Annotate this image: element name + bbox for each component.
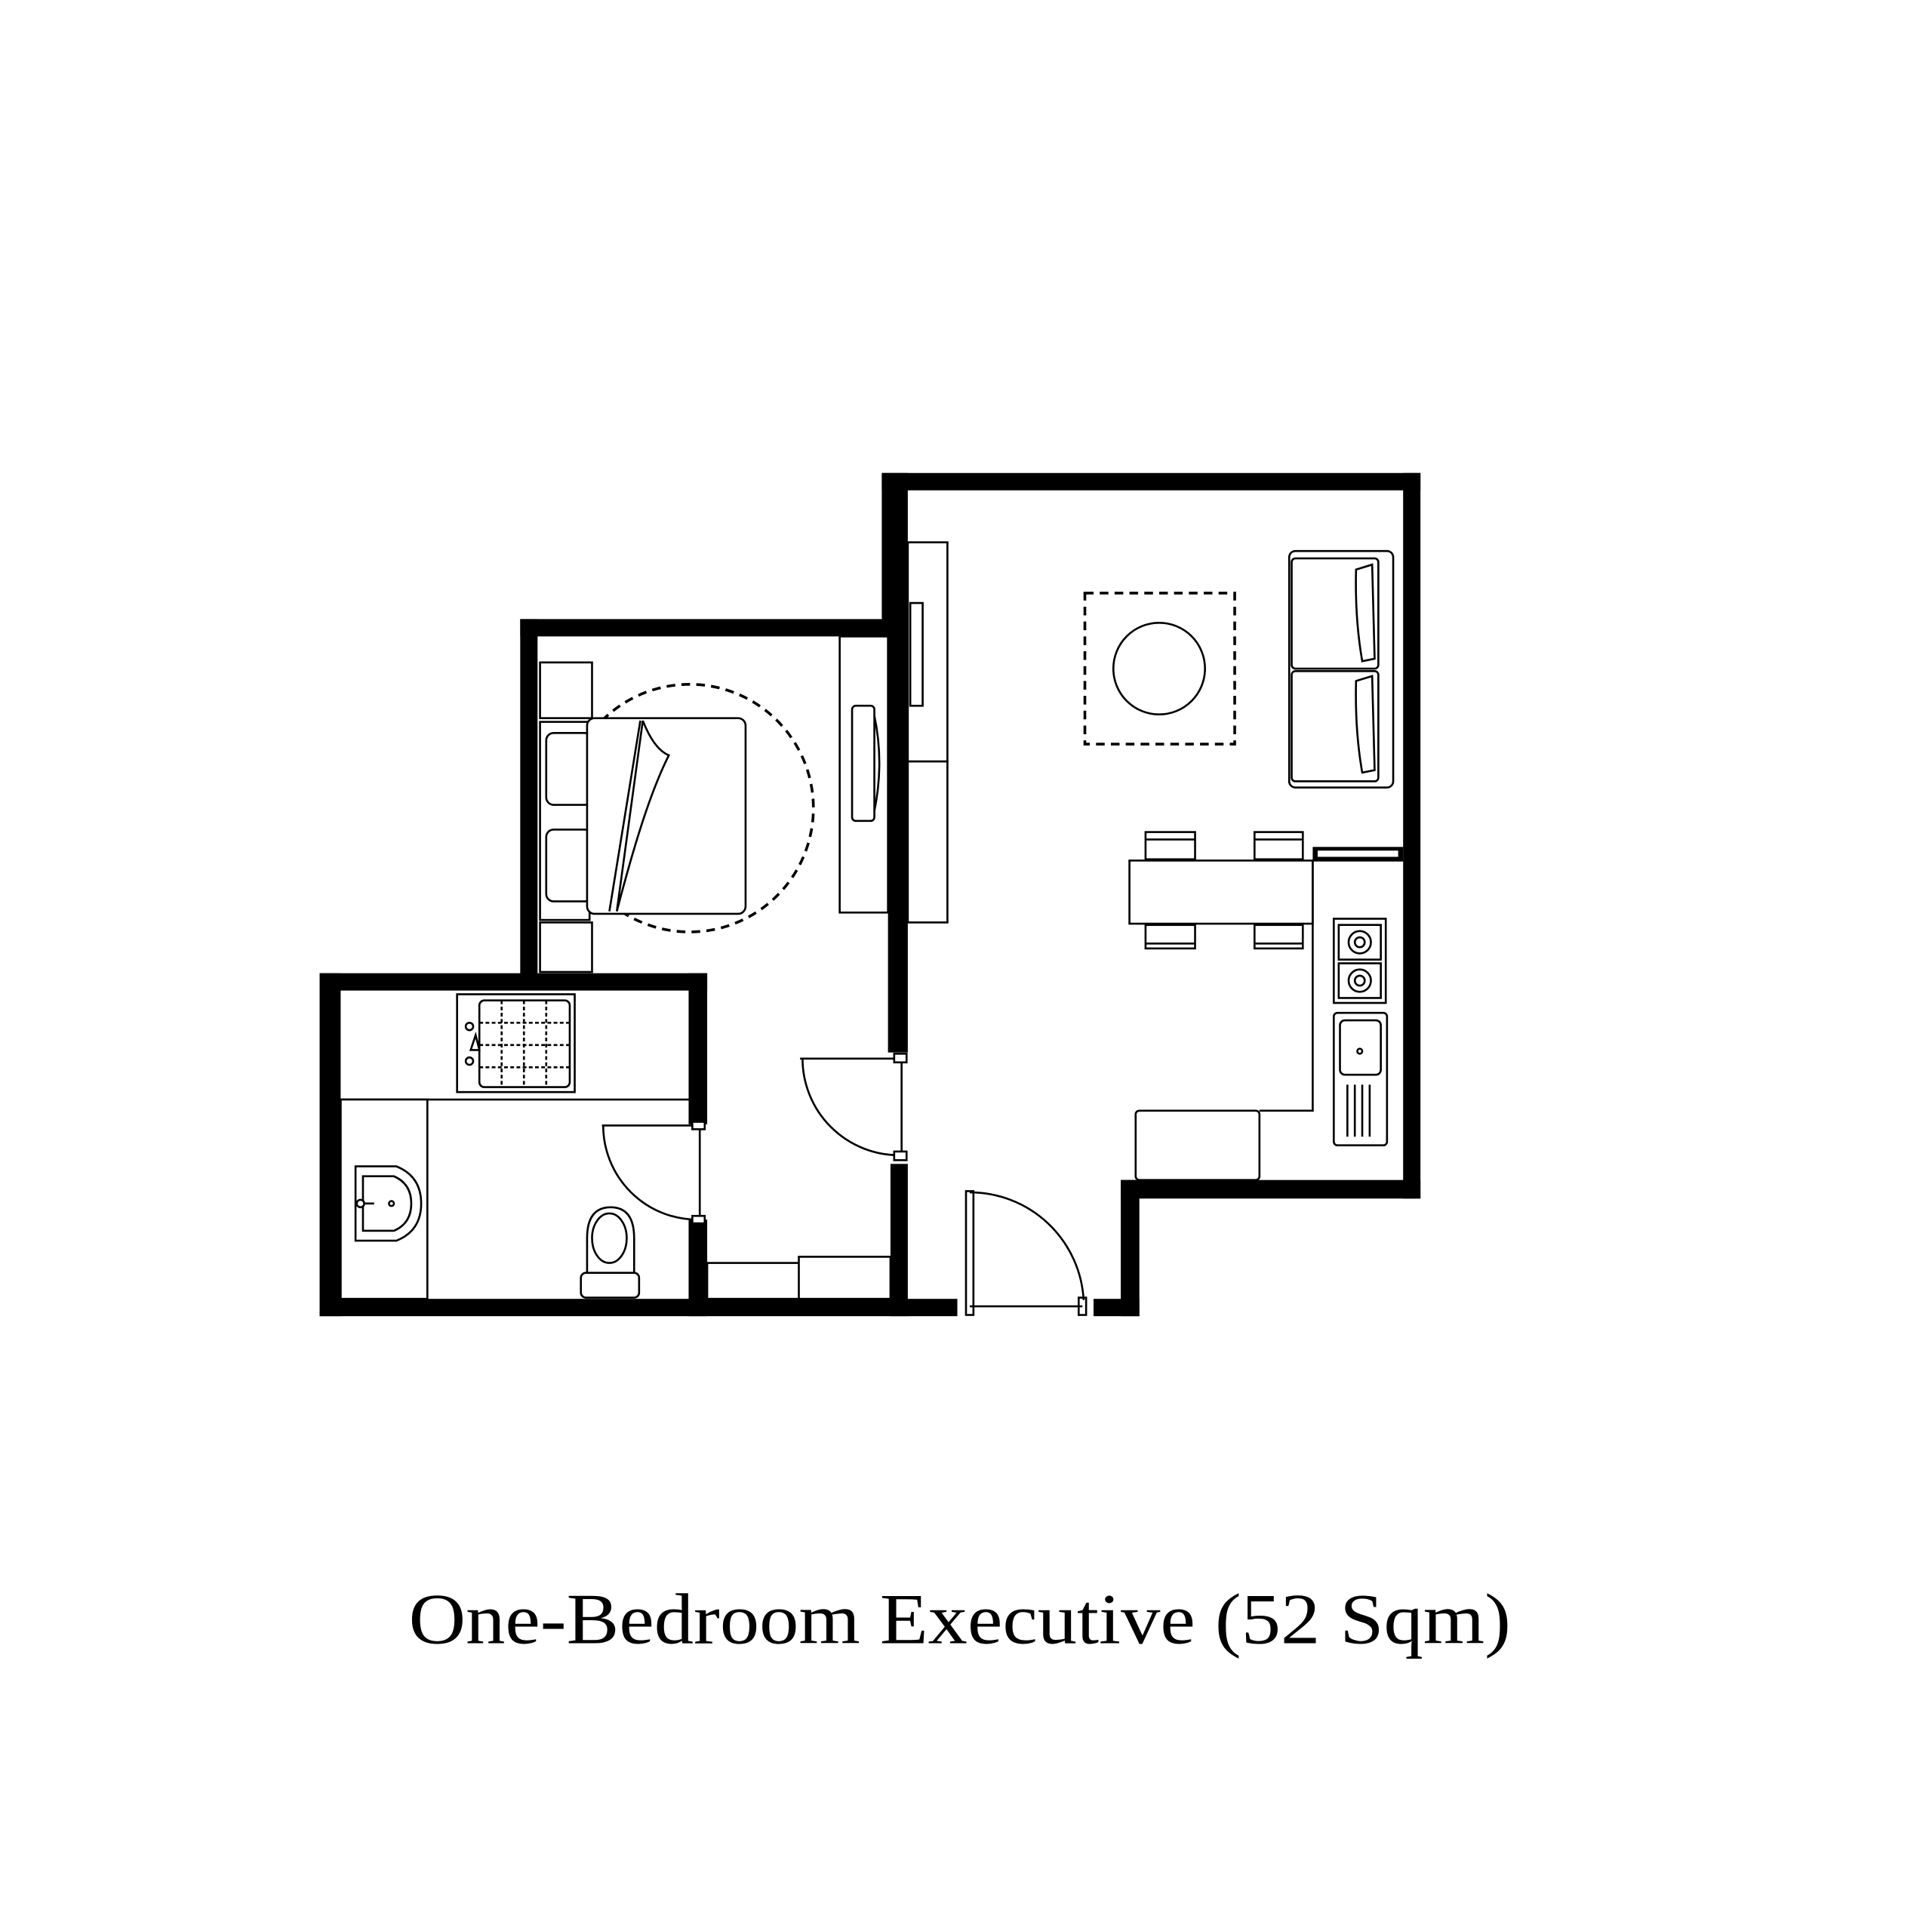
wardrobe bbox=[838, 635, 889, 914]
living-room bbox=[906, 541, 1404, 1181]
bathroom bbox=[340, 993, 689, 1300]
bathroom-door[interactable] bbox=[601, 1121, 706, 1225]
hall-cabinet bbox=[706, 1256, 892, 1300]
bedroom bbox=[539, 635, 889, 973]
bed-icon bbox=[545, 717, 747, 915]
tv-icon bbox=[909, 601, 924, 707]
walls bbox=[319, 472, 1421, 1317]
stove-icon bbox=[1332, 918, 1387, 1004]
coffee-table bbox=[1112, 621, 1206, 716]
tv-icon bbox=[851, 704, 875, 823]
bench bbox=[1134, 1109, 1261, 1181]
kitchen bbox=[1134, 847, 1404, 1181]
sink-icon bbox=[354, 1165, 423, 1242]
toilet-icon bbox=[580, 1206, 641, 1299]
nightstand bbox=[539, 921, 593, 973]
shower-icon bbox=[456, 993, 576, 1093]
plan-title: One-Bedroom Executive (52 Sqm) bbox=[409, 1579, 1511, 1659]
nightstand bbox=[539, 661, 593, 719]
kitchen-sink-icon bbox=[1332, 1011, 1389, 1147]
sofa-icon bbox=[1287, 549, 1395, 789]
entrance-door[interactable] bbox=[964, 1190, 1088, 1316]
rug bbox=[1083, 592, 1236, 746]
dining-table bbox=[1128, 831, 1314, 950]
bedroom-door[interactable] bbox=[800, 1052, 908, 1161]
